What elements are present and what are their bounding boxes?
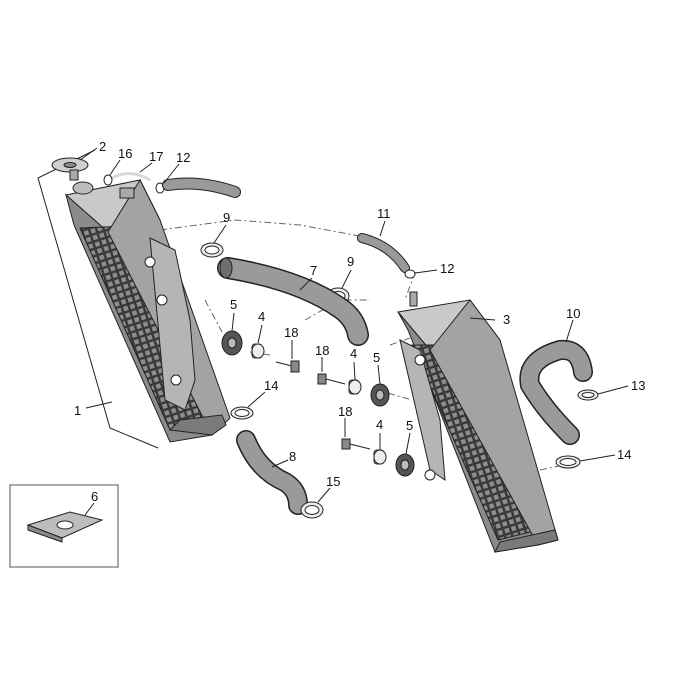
leader-lines [79,147,629,516]
spacer-mid [348,379,362,395]
callout-16: 16 [118,146,132,161]
callout-5a: 5 [230,297,237,312]
hose-clamp-lower-right [555,455,581,469]
right-radiator [397,291,559,553]
callout-2: 2 [99,139,106,154]
hose-clamp-upper [200,242,224,258]
hose-clamp-15 [300,501,324,519]
left-radiator [64,178,231,443]
hose-clip-right [404,269,416,279]
callout-18b: 18 [315,343,329,358]
callout-11: 11 [377,206,391,221]
callout-15: 15 [326,474,340,489]
connecting-hose [357,233,410,273]
callout-18c: 18 [338,404,352,419]
callout-13: 13 [631,378,645,393]
rubber-grommet-low [395,453,415,477]
bolt-left [275,360,300,373]
callout-4b: 4 [350,346,357,361]
callout-4a: 4 [258,309,265,324]
spacer-left [251,343,265,359]
callout-17: 17 [149,149,163,164]
vent-hose [162,177,241,198]
callout-9b: 9 [347,254,354,269]
spacer-low [373,449,387,465]
rubber-grommet-mid [370,383,390,407]
callout-9a: 9 [223,210,230,225]
hose-clip-13 [577,389,599,401]
callout-8: 8 [289,449,296,464]
inset-box [9,484,119,568]
callout-4c: 4 [376,417,383,432]
callout-12a: 12 [176,150,190,165]
callout-18a: 18 [284,325,298,340]
callout-12b: 12 [440,261,454,276]
callout-labels: 1 2 3 4 4 4 5 5 5 6 7 8 9 9 10 11 12 12 … [74,139,645,504]
callout-14a: 14 [264,378,278,393]
callout-14b: 14 [617,447,631,462]
callout-3: 3 [503,312,510,327]
callout-10: 10 [566,306,580,321]
callout-1: 1 [74,403,81,418]
callout-7: 7 [310,263,317,278]
lower-radiator-hose-left [236,430,308,515]
callout-6: 6 [91,489,98,504]
upper-radiator-hose [217,257,369,346]
hose-clamp-lower-left [230,406,254,420]
bolt-low [341,438,371,450]
callout-5c: 5 [406,418,413,433]
overflow-hose [111,172,151,182]
callout-5b: 5 [373,350,380,365]
radiator-cap [51,157,89,181]
hose-clip-small [103,174,113,186]
rubber-grommet-left [221,330,243,356]
lower-radiator-hose-right [519,339,593,445]
bolt-mid [317,373,346,385]
